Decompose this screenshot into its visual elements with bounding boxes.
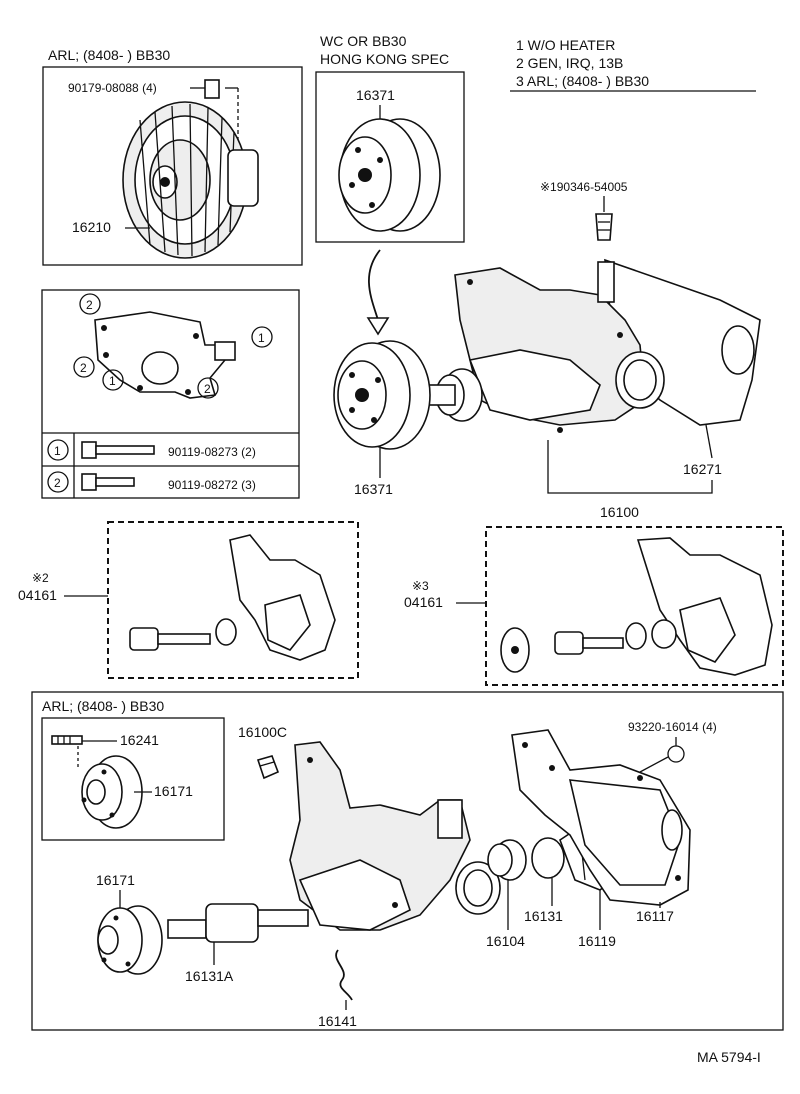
seat-label: 16104 [486,933,525,949]
exploded-plug-label: 16100C [238,724,287,740]
bearing-label: 16131A [185,968,234,984]
pulley-box-title-2: HONG KONG SPEC [320,51,449,67]
legend-1-num [47,439,69,461]
footnote-3: 3 ARL; (8408- ) BB30 [516,73,649,89]
washer-icon [667,745,685,763]
exploded-plug-icon [256,755,280,780]
exploded-hub-icon [97,905,163,975]
main-plug-label: ※190346-54005 [540,180,628,194]
bolt-box-frame [41,289,300,499]
legend-2-part: 90119-08272 (3) [168,478,256,492]
fan-bolt-icon [204,79,220,99]
gasket-port [721,325,755,375]
fan-box-title: ARL; (8408- ) BB30 [48,47,170,63]
seal-label: 16131 [524,908,563,924]
main-pump-bracket [547,440,713,494]
main-gasket-label: 16271 [683,461,722,477]
kit-3-shaft-icon [500,619,677,673]
hub-inset-frame [41,717,225,841]
bolt-box: 2 1 2 1 2 1 90119-08273 (2) 2 90119-0827… [41,289,300,499]
pulley-box-label: 16371 [356,87,395,103]
main-pulley-label: 16371 [354,481,393,497]
seat-icon [487,839,527,881]
pulley-double-icon [338,118,441,232]
exploded-title: ARL; (8408- ) BB30 [42,698,164,714]
kit-3-mark: ※3 [412,579,429,593]
cover-label: 16117 [636,908,674,924]
impeller-label: 16119 [578,933,616,949]
water-pump-body-icon [454,261,665,433]
wire-clip-icon [335,949,353,1001]
callout-1-a-text: 1 [258,331,265,345]
callout-2-b-text: 2 [80,361,87,375]
callout-2-c-text: 2 [204,382,211,396]
exploded-hub-label: 16171 [96,872,135,888]
exploded-frame [31,691,784,1031]
kit-2-box: ※2 04161 [18,521,359,679]
callout-2-a-text: 2 [86,298,93,312]
stud-icon [51,735,83,745]
hub-inset-label: 16171 [154,783,193,799]
fan-bolt-label: 90179-08088 (4) [68,81,157,95]
footnote-2: 2 GEN, IRQ, 13B [516,55,623,71]
footnote-1: 1 W/O HEATER [516,37,615,53]
wire-label: 16141 [318,1013,357,1029]
bolt-short-icon [81,473,135,491]
legend-1-num-text: 1 [54,444,61,458]
pulley-swap-arrow [368,249,381,321]
legend-2-num-text: 2 [54,476,61,490]
fan-clutch-label: 16210 [72,219,111,235]
kit-2-label: 04161 [18,587,57,603]
footnote-block: 1 W/O HEATER 2 GEN, IRQ, 13B 3 ARL; (840… [510,37,756,92]
pulley-swap-arrowhead [366,317,390,336]
main-pump-label: 16100 [600,504,639,520]
kit-3-box: ※3 04161 [404,526,784,686]
kit-2-shaft-icon [129,618,237,651]
washer-pointer [639,756,669,773]
fan-clutch-icon [122,101,259,259]
diagram-code: MA 5794-I [697,1049,761,1065]
bearing-shaft-icon [167,903,309,943]
main-gasket-leader [705,424,713,459]
exploded-view: ARL; (8408- ) BB30 16241 16171 16100C [31,691,784,1031]
kit-3-cover-icon [636,537,773,676]
callout-2-b [73,356,95,378]
hub-inset-icon [81,755,143,829]
washer-label: 93220-16014 (4) [628,720,717,734]
kit-2-mark: ※2 [32,571,49,585]
kit-2-cover-icon [229,534,336,661]
legend-2-num [47,471,69,493]
exploded-pump-body-icon [289,741,501,931]
pulley-box-title-1: WC OR BB30 [320,33,407,49]
kit-3-label: 04161 [404,594,443,610]
drain-plug-icon [595,213,613,241]
fan-box-frame [42,66,303,266]
fan-clutch-box: ARL; (8408- ) BB30 90179-08088 (4) 16210 [42,47,303,266]
kit-2-frame [107,521,359,679]
kit-3-frame [485,526,784,686]
callout-1-a [251,326,273,348]
callout-1-b-text: 1 [109,374,116,388]
main-assembly: ※190346-54005 [333,180,761,520]
callout-1-b [102,369,124,391]
legend-1-part: 90119-08273 (2) [168,445,256,459]
callout-2-c [197,377,219,399]
pulley-box-frame [315,71,465,243]
stud-label: 16241 [120,732,159,748]
bolt-long-icon [81,441,155,459]
callout-2-a [79,293,101,315]
cover-plate-icon [94,311,236,399]
pulley-spec-box: WC OR BB30 HONG KONG SPEC 16371 [315,33,465,243]
rear-cover-icon [511,729,691,906]
main-pulley-icon [333,340,431,450]
